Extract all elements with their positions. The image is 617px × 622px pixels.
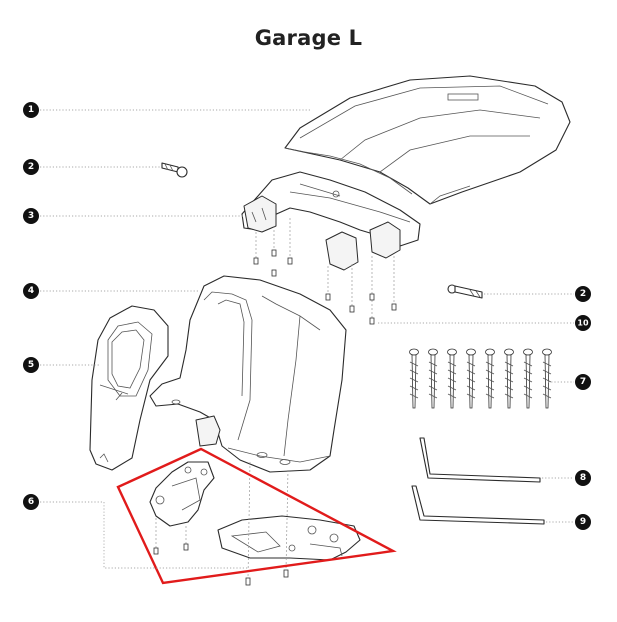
svg-text:9: 9 — [580, 517, 586, 527]
part-pegs — [409, 348, 552, 409]
part-roof-cover — [284, 75, 571, 205]
svg-text:5: 5 — [28, 360, 34, 370]
svg-text:1: 1 — [28, 105, 34, 115]
callout-2-left: 2 — [23, 159, 39, 175]
callout-1: 1 — [23, 102, 39, 118]
callout-6: 6 — [23, 494, 39, 510]
highlight-triangle — [116, 447, 397, 585]
svg-text:2: 2 — [580, 289, 586, 299]
page-title: Garage L — [254, 26, 363, 50]
part-hex-key-long — [411, 485, 545, 525]
callout-10: 10 — [575, 315, 591, 331]
svg-text:10: 10 — [577, 319, 589, 328]
screws-part-3 — [253, 218, 397, 325]
part-pin-left — [161, 162, 188, 178]
callout-4: 4 — [23, 283, 39, 299]
callout-5: 5 — [23, 357, 39, 373]
callout-2-right: 2 — [575, 286, 591, 302]
svg-text:6: 6 — [28, 497, 34, 507]
callout-3: 3 — [23, 208, 39, 224]
part-side-panel — [89, 305, 169, 471]
svg-text:7: 7 — [580, 377, 586, 387]
callout-8: 8 — [575, 470, 591, 486]
part-hex-key-short — [419, 437, 541, 483]
part-pin-right — [447, 284, 483, 299]
svg-text:2: 2 — [28, 162, 34, 172]
callout-7: 7 — [575, 374, 591, 390]
part-main-housing — [149, 275, 347, 473]
svg-text:3: 3 — [28, 211, 34, 221]
callout-9: 9 — [575, 514, 591, 530]
part-base-brackets — [149, 461, 361, 586]
leader-lines — [40, 109, 574, 569]
svg-text:8: 8 — [580, 473, 586, 483]
part-hinge-frame — [241, 171, 421, 271]
svg-text:4: 4 — [28, 286, 34, 296]
